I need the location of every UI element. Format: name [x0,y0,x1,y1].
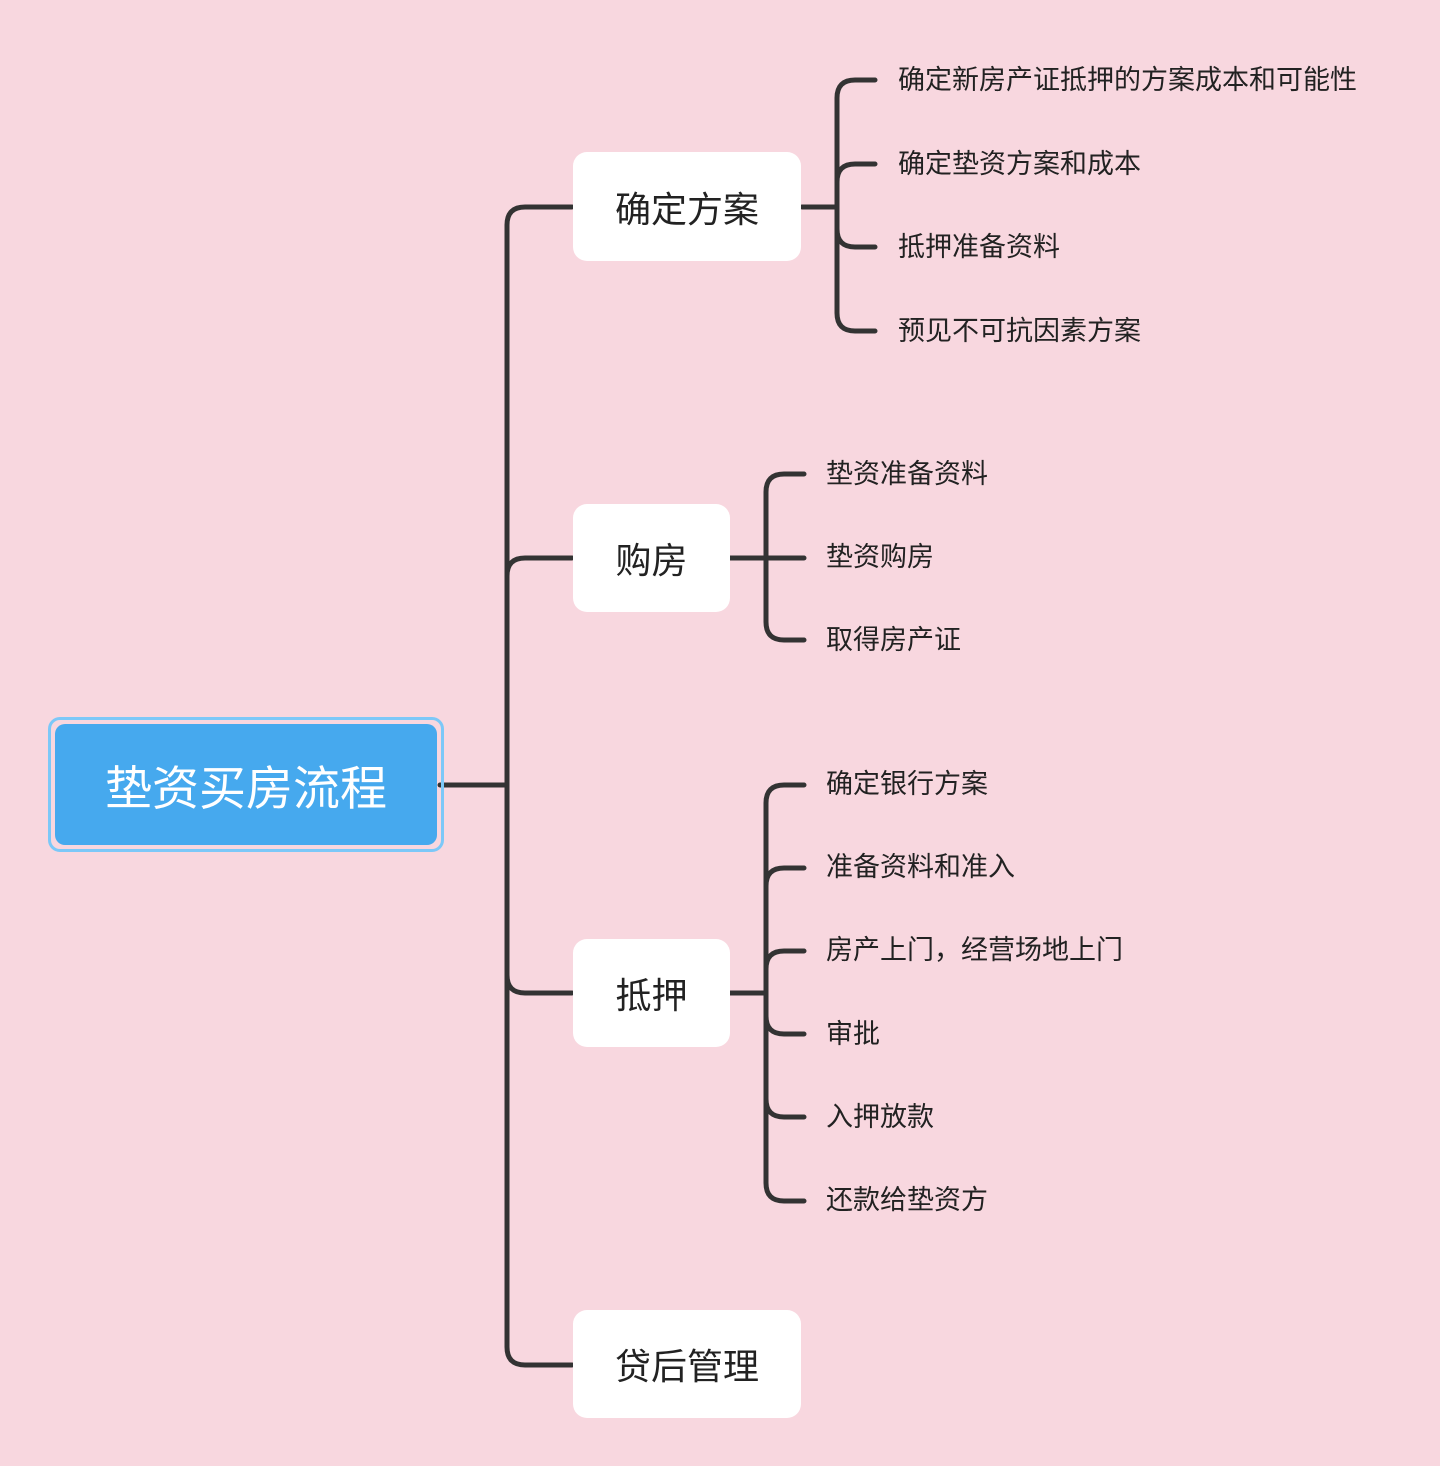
branch-node-plan[interactable]: 确定方案 [573,152,801,261]
branch-1-tick-2 [834,161,878,185]
branch-node-mortgage[interactable]: 抵押 [573,939,730,1047]
branch-1-tick-3 [834,226,878,250]
leaf-topic[interactable]: 确定银行方案 [826,769,988,800]
leaf-topic[interactable]: 抵押准备资料 [898,232,1060,263]
leaf-topic[interactable]: 取得房产证 [826,625,961,656]
branch-1-bracket [834,77,878,334]
leaf-topic[interactable]: 房产上门，经营场地上门 [826,935,1123,966]
branch-node-label: 抵押 [615,976,688,1017]
root-node-outline [48,717,444,852]
branch-stub-purchase [504,555,575,579]
root-node-label: 垫资买房流程 [105,762,387,817]
branch-node-label: 贷后管理 [614,1347,759,1388]
branch-3-tick-5 [763,1096,807,1120]
leaf-topic[interactable]: 垫资准备资料 [826,459,988,490]
branch-node-label: 确定方案 [614,189,759,231]
leaf-topic[interactable]: 确定垫资方案和成本 [898,149,1141,180]
root-node[interactable]: 垫资买房流程 [55,724,437,845]
leaf-topic[interactable]: 预见不可抗因素方案 [898,316,1141,347]
branch-node-post-loan[interactable]: 贷后管理 [573,1310,801,1418]
branch-3-tick-2 [763,865,807,889]
main-trunk [504,204,575,1368]
leaf-topic[interactable]: 确定新房产证抵押的方案成本和可能性 [898,65,1357,96]
leaf-topic[interactable]: 入押放款 [826,1102,934,1133]
branch-node-label: 购房 [615,541,688,582]
branch-stub-mortgage [504,972,575,996]
branch-3-bracket [763,782,807,1204]
branch-3-tick-4 [763,1013,807,1037]
leaf-topic[interactable]: 审批 [826,1019,880,1050]
leaf-topic[interactable]: 还款给垫资方 [826,1185,988,1216]
branch-node-purchase[interactable]: 购房 [573,504,730,612]
leaf-topic[interactable]: 准备资料和准入 [826,852,1015,883]
branch-2-bracket [763,471,807,643]
leaf-topic[interactable]: 垫资购房 [826,542,934,573]
branch-3-tick-3 [763,948,807,972]
